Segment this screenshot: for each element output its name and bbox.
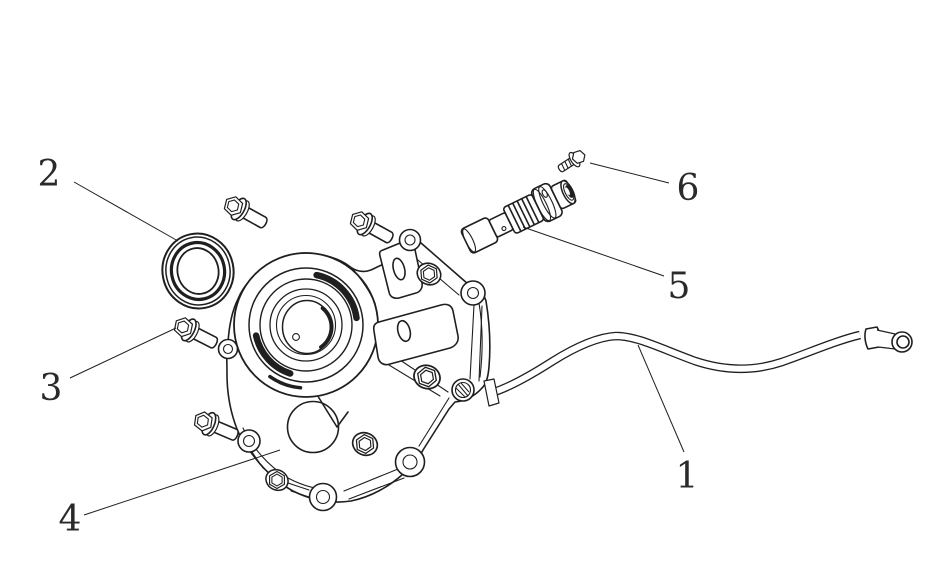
opening-notch — [318, 397, 349, 428]
rect-boss-hole — [396, 319, 412, 343]
boss-shading-lower — [252, 332, 294, 377]
bolt-ears — [217, 228, 486, 512]
bolt-head — [571, 149, 586, 164]
rect-boss — [372, 303, 459, 366]
callout-5: 5 — [668, 266, 691, 307]
plate-slot-hole — [392, 257, 406, 281]
flange-bolt-part-3 — [173, 317, 219, 349]
leader-line-4 — [83, 449, 281, 516]
cover-bottom-opening — [286, 400, 340, 454]
boss-ring-4 — [269, 288, 343, 362]
boss-slot-hatch — [455, 382, 470, 398]
leader-line-2 — [73, 181, 179, 242]
leader-line-1 — [637, 344, 685, 453]
bore-shading — [319, 306, 334, 350]
callout-6: 6 — [677, 168, 700, 209]
seal-outer — [161, 232, 235, 310]
cable-part — [489, 326, 913, 398]
boss-ring-5 — [275, 294, 337, 356]
leader-line-5 — [522, 226, 665, 277]
cover-part — [217, 228, 491, 512]
cover-hex-bolt — [416, 262, 442, 286]
leader-lines — [69, 162, 685, 516]
boss-ring-3 — [259, 278, 353, 372]
callout-2: 2 — [38, 154, 61, 195]
seal-ring-2 — [165, 236, 231, 306]
flange-bolt — [193, 411, 239, 441]
strap-left — [251, 451, 264, 469]
callout-1: 1 — [676, 456, 699, 497]
seal-ring-3 — [169, 240, 227, 302]
leader-line-3 — [69, 327, 177, 379]
boss-ring-2 — [248, 267, 364, 383]
cable-core — [490, 332, 861, 396]
callout-3: 3 — [40, 368, 63, 409]
strap-right-vertical — [469, 304, 483, 382]
cover-right-wall-line — [478, 302, 483, 378]
sensor-part — [460, 179, 577, 254]
strap-lower-left — [287, 482, 313, 499]
cover-hex-bolt — [413, 364, 441, 390]
flange-bolt — [349, 211, 394, 244]
flange-bolt — [223, 196, 268, 229]
cover-crease-right — [351, 267, 379, 321]
strap-lower-right — [343, 468, 405, 500]
boss-shading-upper — [313, 271, 360, 322]
oil-seal-part — [161, 232, 235, 310]
sensor-ribs — [507, 196, 540, 232]
boss-shading-bottom — [268, 374, 303, 390]
seal-bore — [176, 247, 220, 295]
eyelet-hole — [896, 335, 910, 349]
cable-clamp-band — [483, 378, 500, 407]
cover-hex-bolt — [265, 468, 289, 492]
bolt-threads — [560, 158, 573, 171]
boss-small-hole — [292, 333, 300, 341]
cover-hex-bolt — [351, 431, 379, 457]
strap-to-boss-inner — [418, 397, 450, 447]
callout-4: 4 — [59, 499, 82, 540]
small-bolt-part — [557, 149, 586, 173]
bearing-boss — [233, 252, 379, 398]
cable-anchor — [451, 378, 500, 407]
leader-line-6 — [589, 162, 670, 184]
sensor-flange-hole — [541, 189, 548, 198]
callout-labels: 1 2 3 4 5 6 — [38, 154, 700, 540]
